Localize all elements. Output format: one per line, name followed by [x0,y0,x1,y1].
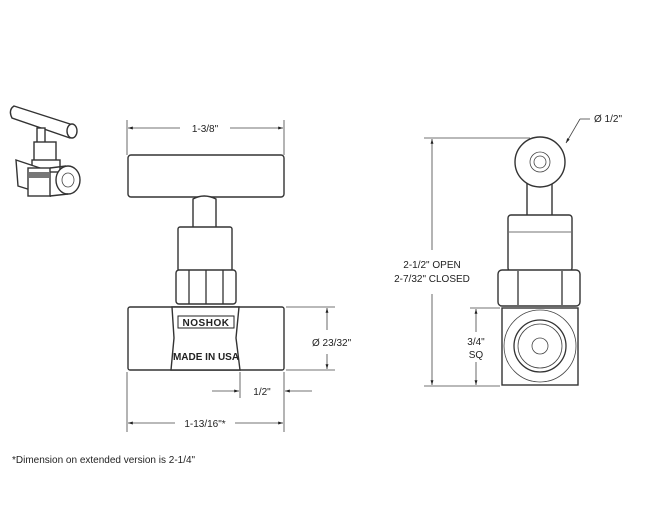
handle [127,154,285,198]
front-view: 1-3/8" NOSHOK MADE IN USA Ø 23/32" 1/2" … [126,120,352,432]
overall-length-label: 1-13/16"* [184,419,225,430]
hex-nut-side [497,269,581,307]
footnote: *Dimension on extended version is 2-1/4" [12,455,196,466]
stem [526,181,553,218]
handle-end [514,136,566,188]
handle-diameter-label: Ø 1/2" [594,114,622,125]
side-view: Ø 1/2" 2-1/2" OPEN 2-7/32" CLOSED 3/4" S… [394,114,622,387]
height-open-label: 2-1/2" OPEN [403,260,460,271]
height-closed-label: 2-7/32" CLOSED [394,274,470,285]
port-depth-label: 1/2" [253,387,271,398]
noshok-logo: NOSHOK [183,318,230,329]
body-square-sq-label: SQ [469,350,484,361]
handle-width-label: 1-3/8" [192,124,219,135]
body-diameter-label: Ø 23/32" [312,338,352,349]
bonnet [177,226,233,272]
bonnet-side [507,214,573,272]
made-in-usa-marking: MADE IN USA [173,352,239,363]
body-square-label: 3/4" [467,337,485,348]
valve-isometric-thumbnail [9,105,81,198]
